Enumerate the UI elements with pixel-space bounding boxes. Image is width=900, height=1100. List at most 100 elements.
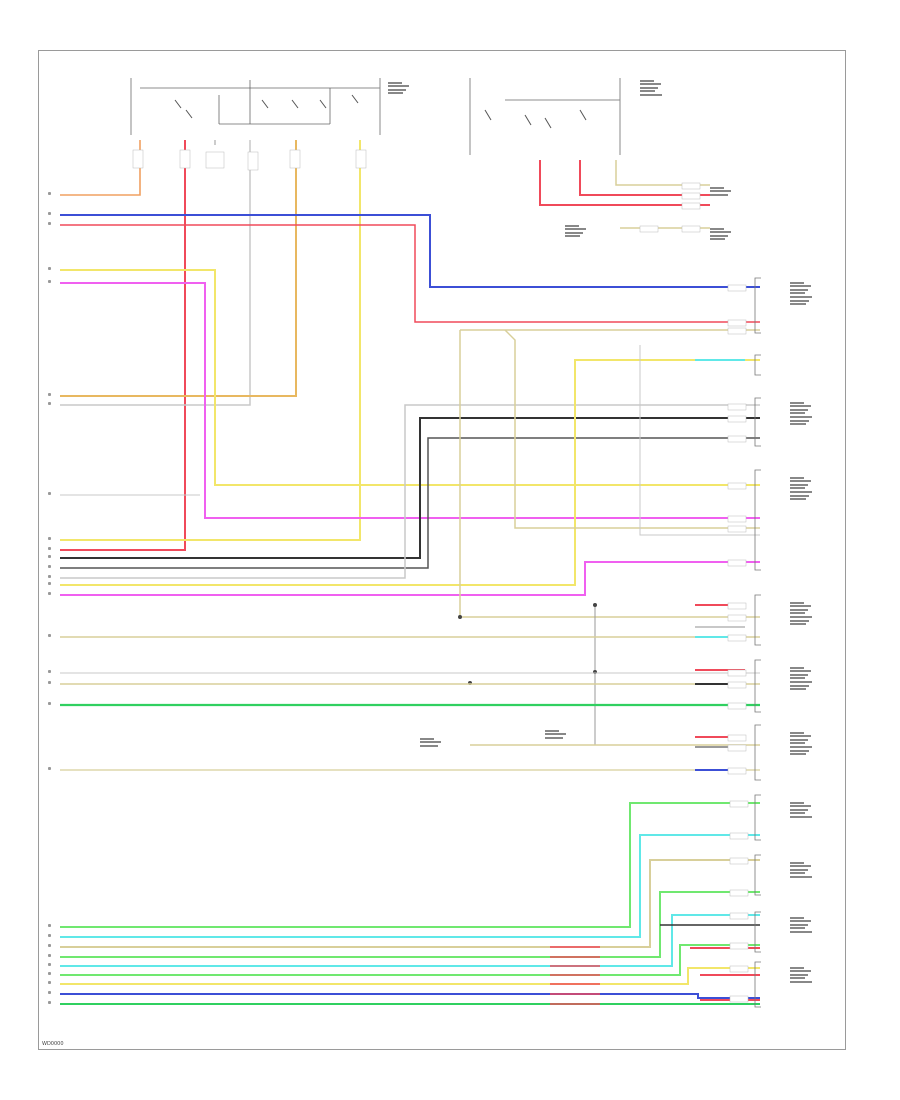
wire-bundle-5 — [60, 914, 760, 967]
component-label-6 — [790, 600, 812, 627]
wire-tag-26 — [727, 681, 747, 689]
pin-marker — [48, 1001, 51, 1004]
pin-marker — [48, 972, 51, 975]
wire-bundle-8 — [60, 993, 760, 999]
pin-marker — [48, 681, 51, 684]
component-connector-8 — [754, 794, 761, 841]
wire-khaki-drop — [504, 329, 760, 529]
component-label-3 — [790, 280, 812, 307]
component-connector-11 — [754, 961, 761, 1008]
wire-tag-3 — [205, 151, 225, 169]
right-switch-contact-2 — [524, 114, 532, 126]
wire-red-right-block — [539, 160, 710, 206]
component-label-4 — [790, 400, 812, 427]
component-label-12 — [790, 965, 812, 985]
wire-magenta-2 — [60, 561, 760, 596]
component-label-8 — [790, 730, 812, 757]
component-label-9 — [790, 800, 812, 820]
wire-tag-9 — [681, 202, 701, 210]
wire-tag-31 — [729, 800, 749, 808]
pin-marker — [48, 393, 51, 396]
wire-tag-10 — [681, 225, 701, 233]
wire-bundle-6 — [60, 944, 760, 976]
wire-tag-4 — [247, 151, 259, 171]
right-switch-contact-4 — [579, 109, 587, 121]
pin-marker — [48, 924, 51, 927]
wire-tag-23 — [727, 614, 747, 622]
component-label-2 — [640, 78, 662, 98]
wire-tag-16 — [727, 415, 747, 423]
wire-tag-21 — [727, 559, 747, 567]
component-label-1 — [388, 80, 409, 96]
pin-marker — [48, 280, 51, 283]
wire-red-right-block-2 — [579, 160, 710, 196]
wire-yellow-2 — [60, 269, 760, 486]
wire-lightgray-vert — [639, 345, 760, 536]
wire-tag-24 — [727, 634, 747, 642]
pin-marker — [48, 702, 51, 705]
wire-tag-17 — [727, 435, 747, 443]
wire-tag-1 — [132, 149, 144, 169]
wire-tag-7 — [681, 182, 701, 190]
pin-marker — [48, 565, 51, 568]
wire-tag-35 — [729, 912, 749, 920]
pin-marker — [48, 944, 51, 947]
wire-orange-top-left — [60, 140, 141, 196]
splice-dot-1 — [458, 615, 462, 619]
wire-tag-34 — [729, 889, 749, 897]
switch-contact-6 — [351, 94, 359, 104]
pin-marker — [48, 592, 51, 595]
component-label-15 — [565, 223, 586, 239]
wire-tag-11 — [639, 225, 659, 233]
wire-tag-12 — [727, 284, 747, 292]
wire-yellow-vertical — [60, 140, 361, 541]
wire-tan-vertical — [60, 140, 297, 397]
wire-tag-14 — [727, 327, 747, 335]
wire-tag-5 — [289, 149, 301, 169]
pin-marker — [48, 555, 51, 558]
wire-tag-33 — [729, 857, 749, 865]
pin-marker — [48, 991, 51, 994]
wire-tag-27 — [727, 702, 747, 710]
pin-marker — [48, 981, 51, 984]
wire-tag-6 — [355, 149, 367, 169]
switch-contact-2 — [185, 109, 193, 119]
component-label-11 — [790, 915, 812, 935]
pin-marker — [48, 582, 51, 585]
wire-bundle-2 — [60, 834, 760, 938]
wire-tag-29 — [727, 744, 747, 752]
wire-tag-36 — [729, 942, 749, 950]
switch-contact-3 — [261, 99, 269, 109]
component-connector-3 — [754, 397, 761, 447]
pin-marker — [48, 212, 51, 215]
page-id: WD0000 — [42, 1041, 64, 1047]
wire-tag-28 — [727, 734, 747, 742]
component-label-13 — [710, 185, 731, 197]
wire-bundle-7 — [60, 967, 760, 985]
pin-marker — [48, 402, 51, 405]
wire-darkgray — [60, 437, 760, 569]
wire-black — [60, 417, 760, 559]
component-label-7 — [790, 665, 812, 692]
pin-marker — [48, 492, 51, 495]
wire-gray-vertical — [60, 140, 251, 406]
pin-marker — [48, 634, 51, 637]
wire-red-vertical — [60, 140, 186, 551]
pin-marker — [48, 222, 51, 225]
pin-marker — [48, 537, 51, 540]
switch-contact-1 — [174, 99, 182, 109]
wire-tag-18 — [727, 482, 747, 490]
wire-red-2 — [60, 224, 760, 323]
right-switch-contact-1 — [484, 109, 492, 121]
component-connector-5 — [754, 594, 761, 646]
wire-tag-15 — [727, 403, 747, 411]
wire-blue — [60, 214, 760, 288]
splice-dot-2 — [593, 603, 597, 607]
wire-tag-32 — [729, 832, 749, 840]
pin-marker — [48, 954, 51, 957]
pin-marker — [48, 963, 51, 966]
wire-tag-38 — [729, 995, 749, 1003]
pin-marker — [48, 267, 51, 270]
pin-marker — [48, 934, 51, 937]
